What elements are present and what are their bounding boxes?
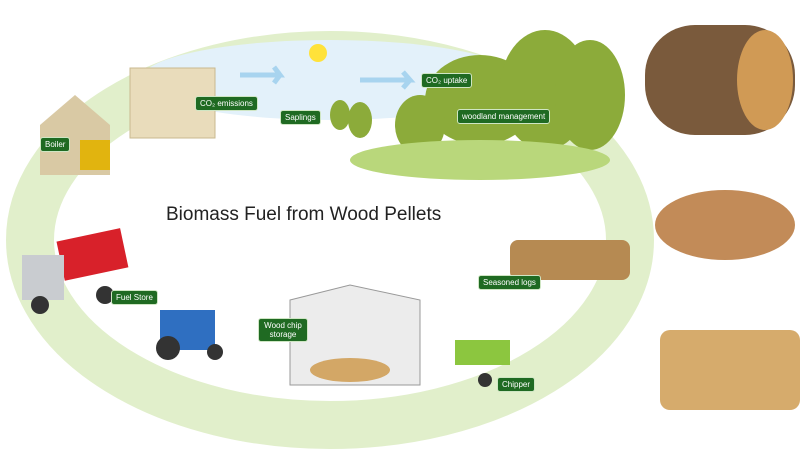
label-chipper: Chipper [497, 377, 536, 392]
truck-cab [22, 255, 64, 300]
label-wood-chip-storage: Wood chip storage [258, 318, 308, 342]
sun-icon [309, 44, 327, 62]
label-co2-uptake: CO₂ uptake [421, 73, 473, 88]
label-woodland-management: woodland management [457, 109, 551, 124]
label-boiler: Boiler [40, 137, 71, 152]
chipper-machine [455, 340, 510, 365]
pellets-photo [660, 330, 800, 410]
label-saplings: Saplings [280, 110, 321, 125]
boiler-unit [80, 140, 110, 170]
label-seasoned-logs: Seasoned logs [478, 275, 541, 290]
hill [350, 140, 610, 180]
storage-shed [289, 284, 421, 386]
arrow-icon [360, 70, 416, 90]
label-fuel-store: Fuel Store [111, 290, 158, 305]
wood-chips-photo [655, 190, 795, 260]
log-pile [510, 240, 630, 280]
arrow-icon [240, 65, 285, 85]
truck-body [56, 228, 129, 281]
label-co2-emissions: CO₂ emissions [195, 96, 258, 111]
diagram-title: Biomass Fuel from Wood Pellets [166, 204, 442, 225]
